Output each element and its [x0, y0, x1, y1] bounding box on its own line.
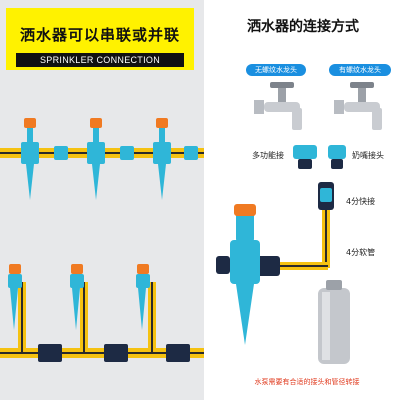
- tee-fitting: [166, 344, 190, 362]
- label-hose: 4分软管: [346, 248, 376, 257]
- pipe-connector: [54, 146, 68, 160]
- water-pump-icon: [318, 280, 350, 364]
- sprinkler-icon: [136, 264, 150, 330]
- sprinkler-icon: [153, 118, 171, 200]
- right-panel: 洒水器的连接方式 无螺纹水龙头 有螺纹水龙头: [206, 0, 400, 400]
- right-title: 洒水器的连接方式: [247, 19, 359, 35]
- branch-pipe: [18, 282, 26, 352]
- footer-note: 水泵需要有合适的接头和管径转接: [254, 378, 360, 386]
- serial-connection-illustration: [0, 118, 204, 200]
- label-multi-function-adapter: 多功能接: [252, 151, 284, 160]
- tag-no-thread-faucet: 无螺纹水龙头: [246, 64, 306, 76]
- left-title: 洒水器可以串联或并联: [19, 26, 180, 44]
- pipe-connector: [184, 146, 198, 160]
- sprinkler-icon: [70, 264, 84, 330]
- parallel-main-pipe: [0, 348, 204, 358]
- left-panel: 洒水器可以串联或并联 SPRINKLER CONNECTION: [0, 0, 204, 400]
- label-nipple-adapter: 奶嘴接头: [352, 151, 384, 160]
- faucet-icon: [254, 82, 302, 130]
- quick-connector-hose-icon: [318, 182, 334, 268]
- tag-thread-faucet: 有螺纹水龙头: [329, 64, 391, 76]
- sprinkler-icon: [8, 264, 22, 330]
- faucet-icon: [334, 82, 382, 130]
- branch-pipe: [148, 282, 156, 352]
- pipe-connector: [120, 146, 134, 160]
- spike-sprinkler-icon: [216, 204, 328, 345]
- branch-pipe: [80, 282, 88, 352]
- sprinkler-icon: [21, 118, 39, 200]
- sprinkler-icon: [87, 118, 105, 200]
- nipple-adapter-icon: [328, 145, 346, 169]
- title-banner: 洒水器可以串联或并联 SPRINKLER CONNECTION: [6, 8, 194, 70]
- multi-function-adapter-icon: [293, 145, 317, 169]
- left-subtitle: SPRINKLER CONNECTION: [16, 53, 184, 67]
- label-quick-connector: 4分快接: [346, 197, 376, 206]
- tee-fitting: [38, 344, 62, 362]
- tee-fitting: [104, 344, 128, 362]
- parallel-connection-illustration: [0, 264, 204, 362]
